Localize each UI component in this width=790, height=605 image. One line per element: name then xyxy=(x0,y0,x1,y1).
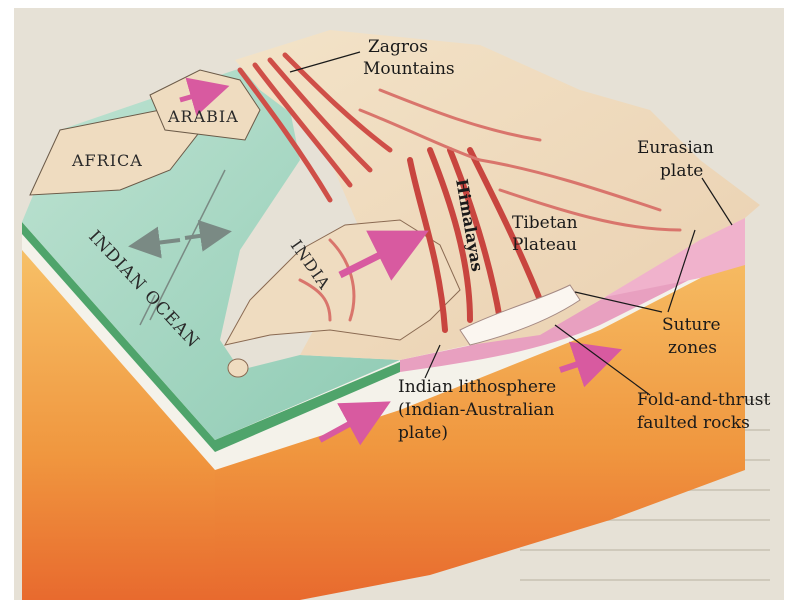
label-zagros-line1: Zagros xyxy=(368,37,428,57)
label-fold-thrust-line1: Fold-and-thrust xyxy=(637,390,770,410)
label-lithosphere-line2: (Indian-Australian xyxy=(398,400,554,420)
label-tibetan-line2: Plateau xyxy=(512,235,577,255)
sri-lanka xyxy=(228,359,248,377)
label-tibetan-line1: Tibetan xyxy=(512,213,578,233)
label-fold-thrust-line2: faulted rocks xyxy=(637,413,750,433)
label-suture-line1: Suture xyxy=(662,315,721,335)
label-suture-line2: zones xyxy=(668,338,717,358)
label-africa: AFRICA xyxy=(71,151,143,170)
label-eurasian-line1: Eurasian xyxy=(637,138,714,158)
label-zagros-line2: Mountains xyxy=(363,59,455,79)
label-lithosphere-line1: Indian lithosphere xyxy=(398,377,556,397)
label-arabia: ARABIA xyxy=(167,107,239,126)
label-lithosphere-line3: plate) xyxy=(398,423,448,443)
label-eurasian-line2: plate xyxy=(660,161,703,181)
